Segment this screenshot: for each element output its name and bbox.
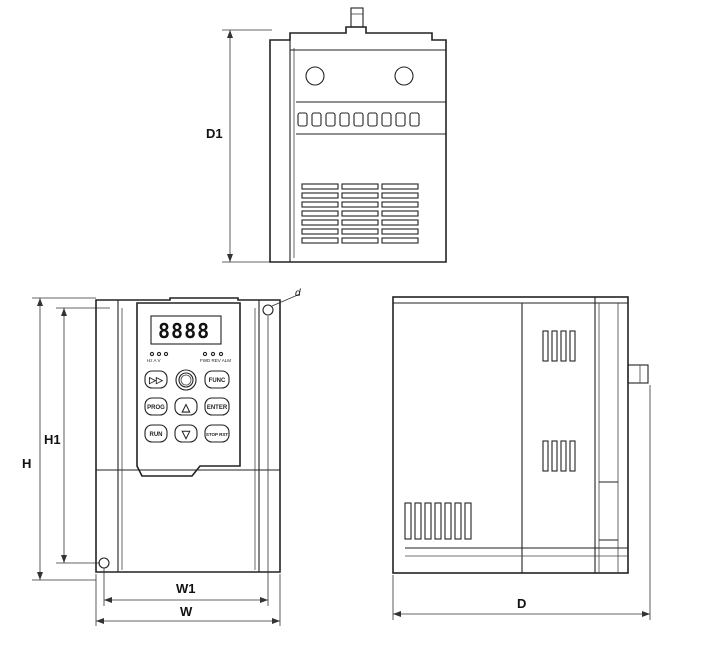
stop-rst-key-label: STOP RST xyxy=(206,432,229,437)
d1-arrow-top xyxy=(227,30,233,38)
led-a xyxy=(156,351,162,357)
hole-leader xyxy=(271,293,301,307)
knob-outer[interactable] xyxy=(175,369,197,391)
led-v xyxy=(163,351,169,357)
led-fwd xyxy=(202,351,208,357)
led-status-labels: FWD REV ALM xyxy=(200,358,231,363)
enter-key[interactable] xyxy=(204,397,230,416)
led-display xyxy=(150,315,222,345)
keypad-panel xyxy=(136,302,241,477)
top-view-terminal-row xyxy=(297,112,420,127)
enter-key-label: ENTER xyxy=(207,405,228,411)
side-view-connector xyxy=(627,364,649,384)
led-alm xyxy=(218,351,224,357)
prog-key[interactable] xyxy=(144,397,168,416)
top-view-stub xyxy=(350,7,364,28)
display-digits: 8888 xyxy=(158,319,210,343)
prog-key-label: PROG xyxy=(147,405,165,411)
up-arrow-icon: △ xyxy=(181,402,191,414)
mount-hole-bottom-left xyxy=(98,557,110,569)
top-view-hole-right xyxy=(394,66,414,86)
fast-forward-icon: ▷▷ xyxy=(148,375,164,385)
hole-diameter-label: d xyxy=(295,288,301,299)
down-arrow-icon: ▽ xyxy=(181,429,191,441)
led-rev xyxy=(210,351,216,357)
h-label: H xyxy=(22,456,31,471)
func-key[interactable] xyxy=(204,370,230,389)
d-label: D xyxy=(517,596,526,611)
knob-inner xyxy=(178,372,194,388)
run-key-label: RUN xyxy=(150,432,163,438)
d1-arrow-bottom xyxy=(227,254,233,262)
up-key[interactable] xyxy=(174,397,198,416)
side-view-vent-upper xyxy=(542,330,576,362)
side-view-vent-middle xyxy=(542,440,576,472)
front-view-outline xyxy=(95,297,281,573)
front-view: H H1 d 8888 Hz A V FWD REV ALM xyxy=(22,288,301,626)
d1-label: D1 xyxy=(206,126,223,141)
w1-label: W1 xyxy=(176,581,196,596)
mount-hole-top-right xyxy=(262,304,274,316)
h1-label: H1 xyxy=(44,432,61,447)
led-unit-labels: Hz A V xyxy=(147,358,161,363)
top-view: D1 xyxy=(206,7,447,263)
run-key[interactable] xyxy=(144,424,168,443)
side-view: D xyxy=(392,296,651,620)
top-view-outline xyxy=(269,26,447,263)
stop-rst-key[interactable] xyxy=(204,424,230,443)
side-view-outline xyxy=(392,296,629,574)
down-key[interactable] xyxy=(174,424,198,443)
func-key-label: FUNC xyxy=(209,378,226,384)
top-view-vent-slots xyxy=(301,183,419,244)
w-label: W xyxy=(180,604,193,619)
top-view-hole-left xyxy=(305,66,325,86)
led-hz xyxy=(149,351,155,357)
fast-forward-key[interactable] xyxy=(144,370,168,389)
side-view-vent-lower xyxy=(404,502,472,540)
